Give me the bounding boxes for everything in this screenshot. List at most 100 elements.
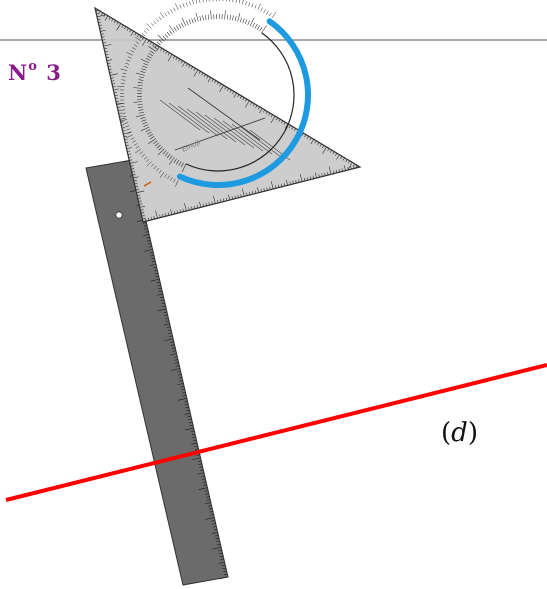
- ruler-tick: [178, 397, 187, 401]
- protractor-outer-tick: [124, 122, 129, 124]
- edge-tick: [259, 108, 263, 114]
- edge-tick: [126, 147, 132, 149]
- set-square[interactable]: Emoji: [94, 0, 362, 223]
- protractor-outer-tick: [175, 3, 179, 10]
- edge-tick: [152, 43, 155, 47]
- protractor-tick: [249, 17, 255, 27]
- ruler-tick: [153, 269, 158, 272]
- edge-tick: [293, 128, 296, 132]
- edge-tick: [321, 173, 323, 177]
- protractor-outer-tick: [257, 3, 261, 10]
- protractor-outer-tick: [121, 109, 126, 111]
- protractor-outer-tick: [167, 175, 170, 180]
- edge-tick: [304, 134, 307, 138]
- protractor-outer-tick: [263, 9, 266, 13]
- ruler-tick: [190, 430, 195, 433]
- protractor-outer-tick: [159, 12, 165, 19]
- edge-tick: [227, 88, 230, 91]
- ruler-tick: [192, 436, 196, 439]
- protractor-outer-tick: [192, 0, 194, 5]
- edge-tick: [206, 75, 209, 79]
- protractor-tick: [133, 87, 143, 89]
- protractor-outer-tick: [173, 178, 176, 183]
- protractor-tick: [148, 138, 156, 144]
- edge-tick: [124, 26, 127, 30]
- ruler-tick: [187, 415, 192, 418]
- edge-tick: [179, 209, 181, 213]
- protractor-tick: [158, 39, 163, 44]
- edge-tick: [121, 24, 124, 28]
- ruler-tick: [181, 389, 185, 391]
- exercise-prefix: N: [8, 60, 29, 85]
- edge-tick: [345, 159, 348, 162]
- edge-tick: [231, 196, 233, 200]
- protractor-tick: [142, 65, 148, 69]
- ruler-tick: [206, 499, 211, 501]
- edge-tick: [340, 156, 343, 159]
- edge-tick: [96, 14, 105, 18]
- edge-tick: [207, 77, 212, 83]
- protractor-outer-tick: [153, 20, 157, 25]
- edge-tick: [205, 202, 207, 206]
- ruler-tick: [156, 293, 163, 296]
- edge-tick: [268, 112, 271, 116]
- protractor-outer-tick: [125, 125, 130, 128]
- ruler-tick: [162, 305, 166, 308]
- edge-tick: [299, 173, 303, 182]
- ruler-tick: [197, 460, 202, 462]
- ruler-tick: [172, 350, 176, 352]
- protractor-tick: [137, 84, 143, 87]
- ruler-hole: [115, 211, 123, 219]
- edge-tick: [314, 172, 317, 179]
- edge-tick: [138, 200, 142, 202]
- protractor-tick: [226, 14, 229, 20]
- edge-tick: [122, 130, 126, 132]
- edge-tick: [101, 36, 105, 38]
- edge-tick: [178, 58, 181, 62]
- edge-tick: [332, 151, 335, 155]
- protractor-outer-tick: [158, 16, 162, 21]
- edge-tick: [234, 195, 236, 199]
- edge-tick: [336, 154, 340, 160]
- edge-tick: [150, 216, 152, 220]
- edge-tick: [136, 34, 139, 37]
- ruler-tick: [170, 353, 177, 356]
- protractor-outer-tick: [179, 4, 182, 9]
- edge-tick: [219, 85, 224, 93]
- line-label-name: d: [451, 418, 468, 448]
- ruler-tick: [160, 296, 164, 299]
- protractor-outer-tick: [202, 0, 204, 3]
- protractor-outer-tick: [150, 23, 155, 27]
- protractor-tick: [234, 16, 237, 22]
- hatch-line: [174, 117, 266, 151]
- edge-tick: [147, 40, 150, 44]
- protractor-outer-tick: [124, 66, 129, 68]
- protractor-outer-tick: [271, 12, 277, 19]
- edge-tick: [144, 218, 147, 222]
- edge-tick: [156, 46, 160, 52]
- ruler-tick: [177, 374, 182, 376]
- protractor-tick: [244, 19, 248, 25]
- edge-tick: [142, 218, 146, 220]
- ruler-tick: [184, 403, 189, 406]
- edge-tick: [324, 172, 326, 176]
- edge-tick: [117, 109, 122, 111]
- protractor-outer-tick: [135, 148, 142, 154]
- protractor-outer-tick: [133, 44, 138, 47]
- edge-tick: [103, 44, 112, 47]
- ruler[interactable]: [85, 159, 229, 586]
- edge-tick: [317, 142, 320, 146]
- edge-tick: [250, 102, 253, 105]
- edge-tick: [335, 169, 338, 173]
- protractor-tick: [210, 10, 212, 20]
- protractor-outer-tick: [199, 0, 201, 3]
- edge-tick: [98, 21, 102, 23]
- ruler-tick: [173, 356, 178, 358]
- protractor-outer-tick: [173, 7, 176, 12]
- protractor-outer-tick: [122, 72, 127, 75]
- edge-tick: [252, 103, 255, 107]
- ruler-tick: [151, 258, 155, 260]
- protractor-outer-tick: [175, 180, 179, 187]
- protractor-tick: [149, 136, 155, 140]
- edge-tick: [140, 209, 144, 211]
